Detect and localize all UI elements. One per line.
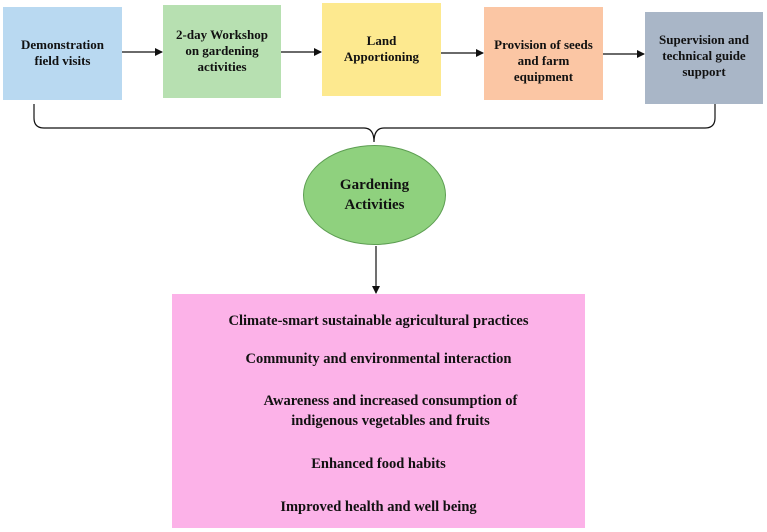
grouping-brace bbox=[33, 104, 716, 143]
box-2-line-1: 2-day Workshop bbox=[176, 27, 268, 42]
box-5-line-3: support bbox=[682, 64, 726, 79]
box-4-line-1: Provision of seeds bbox=[494, 37, 593, 52]
box-5-line-2: technical guide bbox=[662, 48, 746, 63]
outcome-step-1: Climate-smart sustainable agricultural p… bbox=[172, 311, 585, 331]
center-line-1: Gardening bbox=[339, 177, 410, 193]
box-5-line-1: Supervision and bbox=[659, 32, 749, 47]
box-4-line-3: equipment bbox=[513, 69, 574, 84]
outcome-step-3: Awareness and increased consumption of i… bbox=[184, 391, 597, 431]
center-line-2: Activities bbox=[344, 197, 405, 213]
outcome-step-2-text: Community and environmental interaction bbox=[245, 351, 512, 367]
box-3-line-1: Land bbox=[366, 33, 397, 48]
outcome-step-2: Community and environmental interaction bbox=[172, 349, 585, 369]
outcome-step-4: Enhanced food habits bbox=[172, 454, 585, 474]
outcomes-panel: Climate-smart sustainable agricultural p… bbox=[172, 294, 585, 528]
box-3-line-2: Apportioning bbox=[343, 49, 420, 64]
box-1-line-1: Demonstration bbox=[20, 37, 105, 52]
outcome-step-5: Improved health and well being bbox=[172, 497, 585, 517]
outcome-step-1-text: Climate-smart sustainable agricultural p… bbox=[228, 313, 529, 329]
outcome-step-4-text: Enhanced food habits bbox=[311, 456, 446, 472]
outcome-step-5-text: Improved health and well being bbox=[280, 499, 477, 515]
outcome-step-3-line-2: indigenous vegetables and fruits bbox=[291, 413, 490, 429]
outcome-step-3-line-1: Awareness and increased consumption of bbox=[263, 393, 518, 409]
box-4-line-2: and farm bbox=[517, 53, 570, 68]
box-2-line-3: activities bbox=[197, 59, 247, 74]
box-1-line-2: field visits bbox=[34, 53, 91, 68]
box-2-line-2: on gardening bbox=[185, 43, 259, 58]
